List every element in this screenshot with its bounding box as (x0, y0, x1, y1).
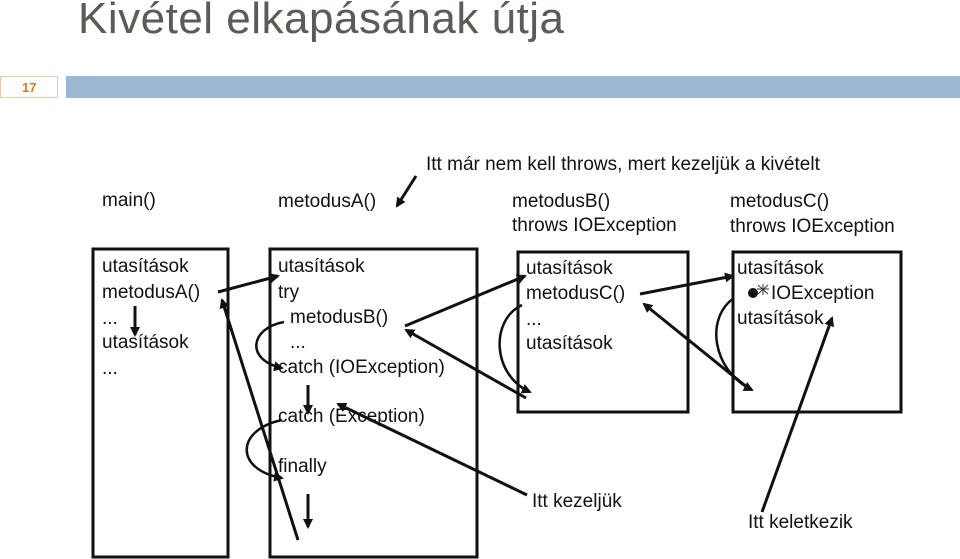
curve-methodC-exit (715, 296, 754, 392)
methodB-line-4: utasítások (526, 333, 613, 354)
main-line-2: metodusA() (102, 282, 200, 303)
main-line-3: ... (102, 308, 118, 329)
methodA-line-7: finally (278, 456, 327, 477)
methodC-line-2: IOException (771, 283, 875, 304)
methodB-header: metodusB() (512, 191, 610, 212)
methodC-line-3: utasítások (737, 308, 824, 329)
methodA-line-2: try (278, 282, 300, 303)
methodB-line-1: utasítások (526, 258, 613, 279)
methodB-line-3: ... (526, 309, 542, 330)
methodA-line-5: catch (IOException) (278, 357, 445, 378)
main-line-1: utasítások (102, 256, 189, 277)
curve-try-to-catch (255, 320, 285, 372)
arrow-A-to-B (404, 274, 527, 328)
arrow-finally-back-to-main (219, 298, 300, 541)
title-underline-bar (66, 76, 960, 98)
curve-methodB-exit (498, 303, 532, 394)
main-box (91, 247, 230, 559)
methodB-throws: throws IOException (512, 215, 677, 236)
arrow-B-to-C (639, 272, 735, 296)
arrow-main-to-A (217, 273, 280, 294)
methodB-line-2: metodusC() (526, 283, 625, 304)
arrow-note-to-throw (760, 316, 834, 513)
page-number-box (0, 76, 58, 98)
arrow-note-to-methodA (395, 175, 418, 208)
slide-title: Kivétel elkapásának útja (78, 0, 565, 43)
methodC-header: metodusC() (730, 191, 829, 212)
note-no-throws: Itt már nem kell throws, mert kezeljük a… (426, 154, 821, 175)
curve-catch-to-finally (245, 418, 284, 482)
throw-point-dot (748, 288, 758, 298)
main-line-5: ... (102, 358, 118, 379)
throw-burst-icon (757, 284, 769, 295)
methodC-box (731, 250, 903, 414)
arrow-B-back-to-A (404, 328, 527, 400)
page-number: 17 (22, 80, 37, 95)
arrow-note-to-catch (336, 402, 528, 497)
methodA-line-4: ... (290, 332, 306, 353)
methodB-box (516, 250, 690, 414)
methodA-box (268, 247, 479, 559)
methodC-throws: throws IOException (730, 216, 895, 237)
methodA-line-1: utasítások (278, 256, 365, 277)
main-line-4: utasítások (102, 332, 189, 353)
methodA-line-6: catch (Exception) (278, 406, 425, 427)
methodA-line-3: metodusB() (290, 307, 388, 328)
note-handled: Itt kezeljük (532, 491, 622, 512)
methodA-header: metodusA() (278, 191, 376, 212)
methodC-line-1: utasítások (737, 258, 824, 279)
note-raised: Itt keletkezik (748, 512, 853, 533)
main-header: main() (102, 190, 156, 211)
